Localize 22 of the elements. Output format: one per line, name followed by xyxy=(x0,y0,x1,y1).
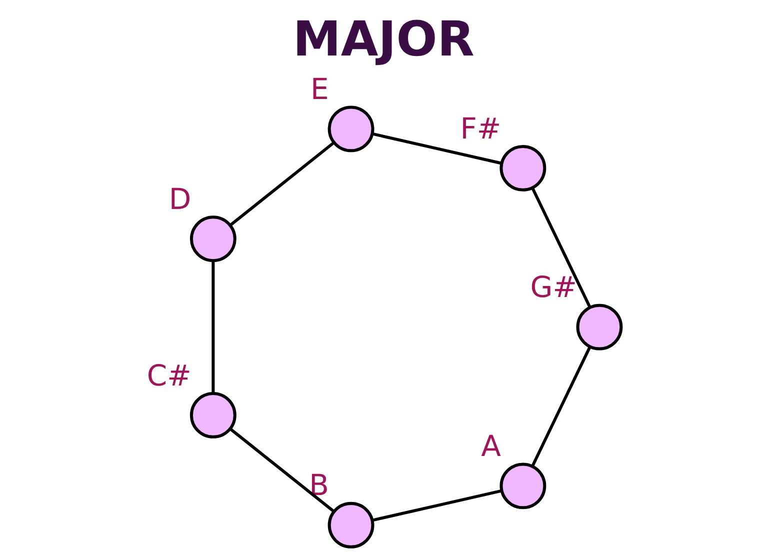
connector xyxy=(531,346,592,467)
node-circle xyxy=(190,392,236,438)
connector xyxy=(372,489,502,522)
connector xyxy=(230,142,335,226)
node-circle xyxy=(328,106,374,152)
node-label: C# xyxy=(146,358,192,392)
node-circle xyxy=(190,216,236,262)
diagram-title: MAJOR xyxy=(292,11,474,68)
node-label: A xyxy=(481,428,501,463)
node-label: G# xyxy=(530,270,577,304)
node-label: D xyxy=(168,182,192,216)
node-circle xyxy=(500,462,546,510)
node-label: E xyxy=(310,72,329,106)
node-label: B xyxy=(309,468,329,502)
node-label: F# xyxy=(460,111,502,146)
connector xyxy=(372,132,502,165)
connector xyxy=(230,428,335,512)
node-circle xyxy=(500,144,546,192)
connector xyxy=(531,187,592,308)
node-circle xyxy=(576,304,623,350)
connector xyxy=(212,261,215,394)
node-circle xyxy=(328,502,374,548)
